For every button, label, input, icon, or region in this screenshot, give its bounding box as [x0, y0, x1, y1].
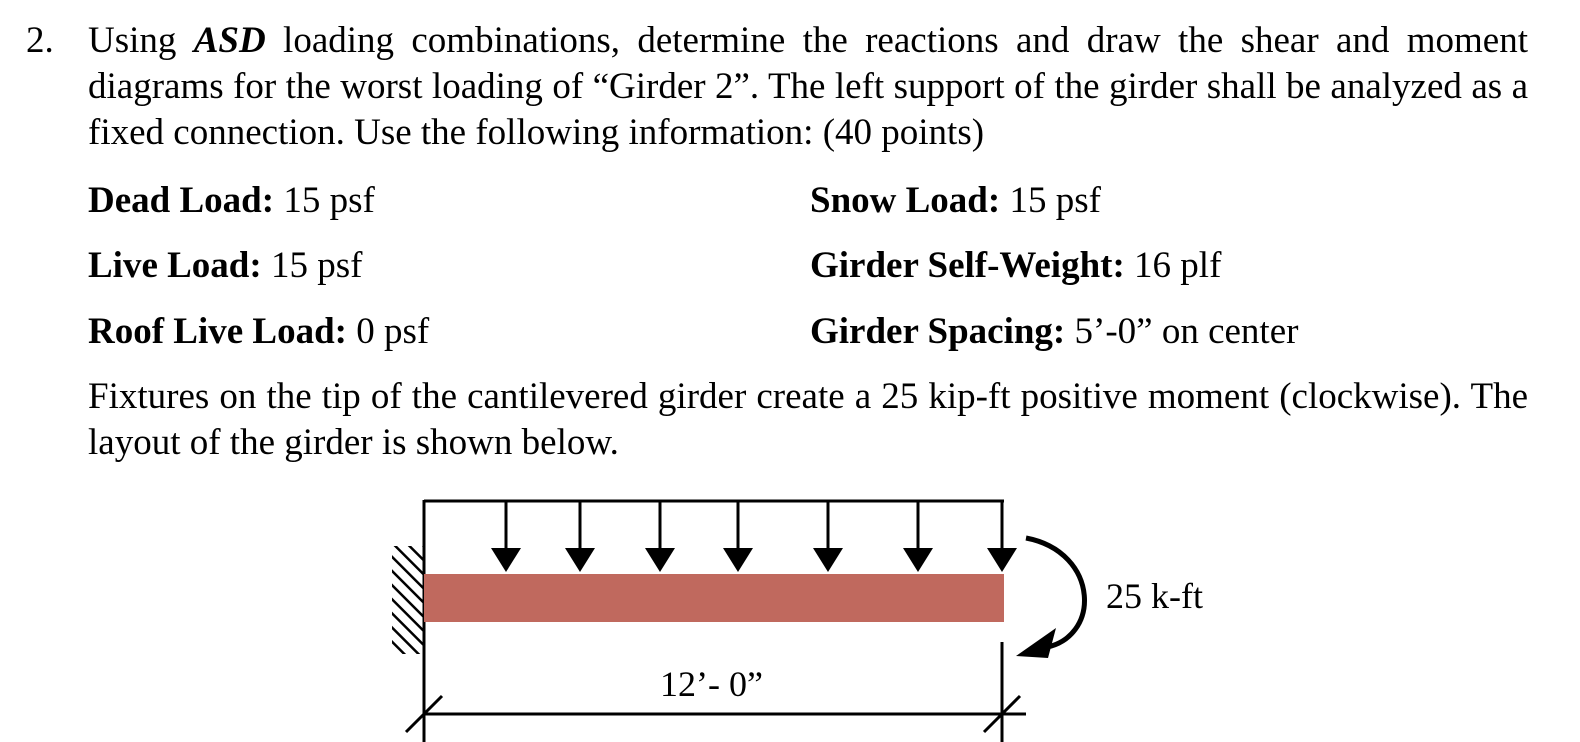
dimension-tick-left [404, 694, 444, 734]
load-roof-live: Roof Live Load: 0 psf [88, 309, 429, 355]
moment-arrowhead-icon [1016, 628, 1056, 658]
intro-emphasis-asd: ASD [193, 20, 266, 61]
load-girder-self-weight: Girder Self-Weight: 16 plf [810, 243, 1221, 289]
load-label: Dead Load: [88, 180, 275, 221]
load-dead: Dead Load: 15 psf [88, 178, 375, 224]
load-label: Live Load: [88, 245, 262, 286]
load-value: 15 psf [261, 245, 363, 286]
intro-prefix: Using [88, 20, 194, 61]
distributed-load-arrows [491, 501, 1017, 572]
intro-suffix: loading combinations, determine the reac… [88, 20, 1528, 153]
moment-arc [1025, 535, 1087, 651]
load-value: 15 psf [274, 180, 375, 221]
problem-number: 2. [26, 20, 54, 61]
load-arrow-head-icon [565, 548, 595, 572]
problem-intro: Using ASD loading combinations, determin… [88, 18, 1528, 156]
girder-beam [424, 574, 1004, 622]
load-arrow-head-icon [903, 548, 933, 572]
load-arrow-head-icon [491, 548, 521, 572]
load-arrow-head-icon [813, 548, 843, 572]
load-arrow-head-icon [987, 548, 1017, 572]
load-live: Live Load: 15 psf [88, 243, 362, 289]
girder-diagram: 25 k-ft 12’- 0” [380, 490, 1280, 742]
moment-label: 25 k-ft [1106, 576, 1203, 616]
load-label: Snow Load: [810, 180, 1001, 221]
load-label: Girder Self-Weight: [810, 245, 1125, 286]
load-value: 16 plf [1124, 245, 1222, 286]
load-value: 5’-0” on center [1065, 311, 1299, 352]
problem-note: Fixtures on the tip of the cantilevered … [88, 376, 1528, 463]
load-arrow-head-icon [645, 548, 675, 572]
load-list: Dead Load: 15 psf Snow Load: 15 psf Live… [88, 178, 1528, 378]
load-label: Roof Live Load: [88, 311, 347, 352]
span-label: 12’- 0” [660, 664, 763, 704]
load-label: Girder Spacing: [810, 311, 1066, 352]
load-arrow-head-icon [723, 548, 753, 572]
load-girder-spacing: Girder Spacing: 5’-0” on center [810, 309, 1298, 355]
fixed-support-hatch [392, 546, 424, 654]
load-value: 15 psf [1000, 180, 1101, 221]
load-snow: Snow Load: 15 psf [810, 178, 1101, 224]
load-value: 0 psf [347, 311, 430, 352]
girder-diagram-svg: 25 k-ft 12’- 0” [392, 499, 1203, 742]
